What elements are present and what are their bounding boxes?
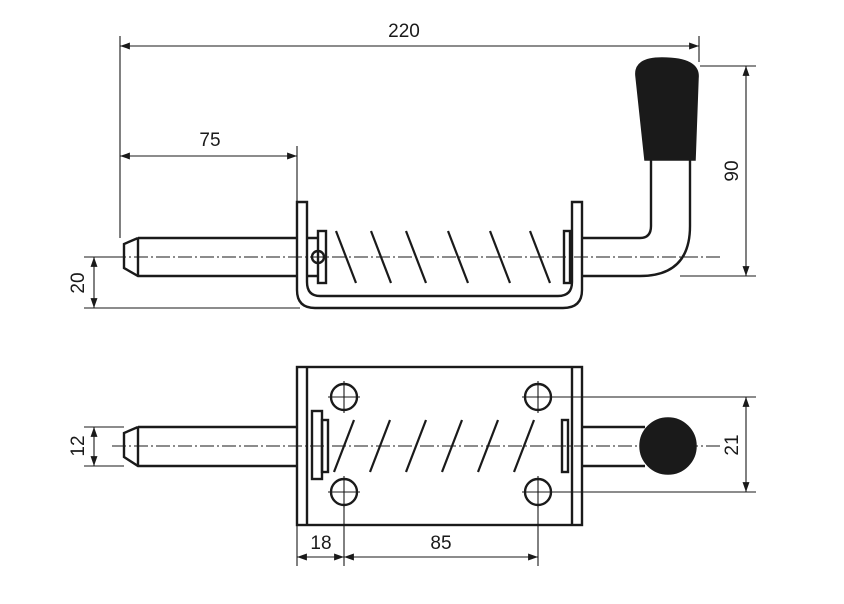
dim-hole-spacing: 85 bbox=[430, 533, 451, 554]
dimensions: 220 75 90 20 12 21 18 85 bbox=[68, 21, 756, 566]
top-collar bbox=[310, 409, 324, 481]
top-rod-right bbox=[582, 425, 645, 468]
side-rod-inner bbox=[307, 236, 640, 278]
side-handle bbox=[639, 160, 692, 278]
dim-overall-length: 220 bbox=[388, 21, 420, 42]
dim-rod-diameter: 12 bbox=[68, 435, 89, 456]
dim-hole-offset: 18 bbox=[310, 533, 331, 554]
dim-handle-height: 90 bbox=[722, 160, 743, 181]
side-view bbox=[112, 57, 720, 310]
dim-rod-height: 20 bbox=[68, 272, 89, 293]
side-bracket bbox=[295, 200, 584, 310]
side-grip bbox=[635, 57, 699, 161]
top-rod bbox=[122, 425, 297, 468]
top-view bbox=[112, 365, 720, 527]
mounting-holes bbox=[328, 381, 554, 508]
dim-pin-length: 75 bbox=[199, 130, 220, 151]
dim-knob-width: 21 bbox=[722, 434, 743, 455]
